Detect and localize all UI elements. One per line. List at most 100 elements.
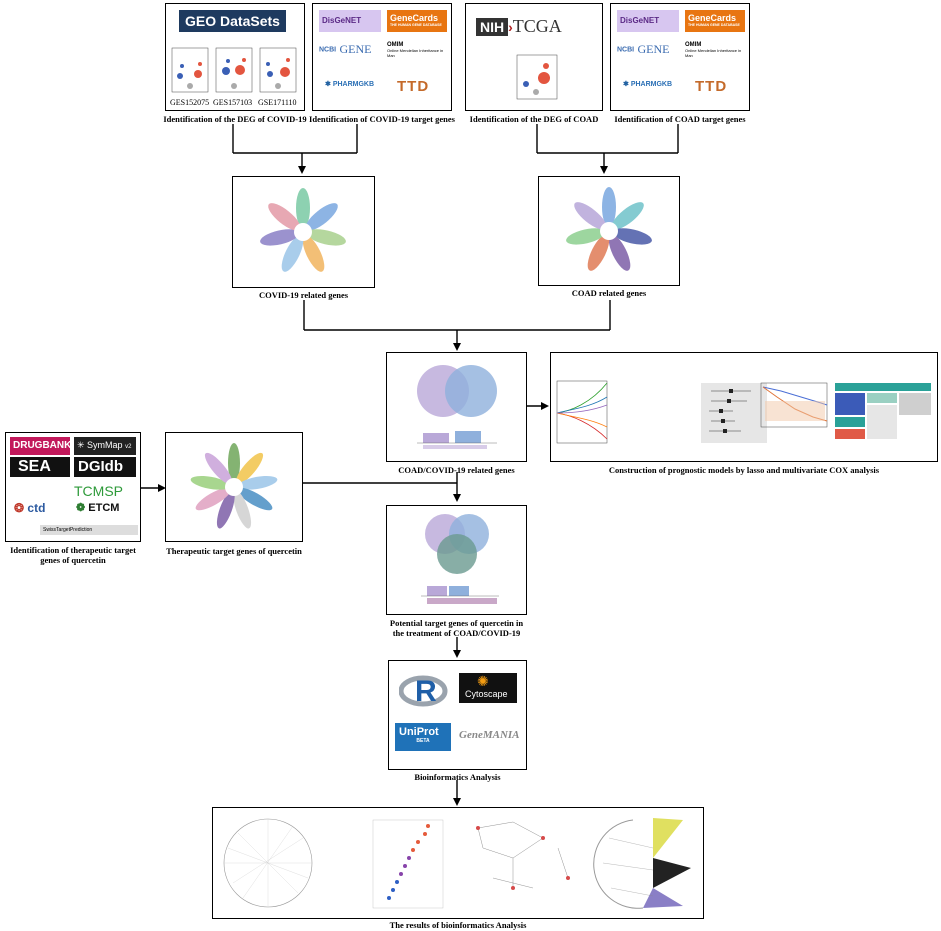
coad-covid-caption: COAD/COVID-19 related genes — [398, 465, 515, 475]
r-text: R — [415, 675, 437, 708]
gene-text-2: GENE — [637, 42, 670, 56]
results-box — [212, 807, 704, 919]
sea-logo: SEA — [10, 457, 70, 477]
therapeutic-db-caption: Identification of therapeutic target gen… — [0, 545, 146, 565]
tcga-caption: Identification of the DEG of COAD — [469, 114, 599, 124]
prognostic-panels — [556, 380, 931, 444]
ncbi-gene-logo-2: NCBI GENE — [617, 42, 679, 62]
tcga-volcano-plot — [516, 54, 558, 100]
uniprot-logo: UniProt BETA — [395, 723, 451, 751]
therapeutic-db-caption-line1: Identification of therapeutic target — [10, 545, 136, 555]
therapeutic-targets-caption: Therapeutic target genes of quercetin — [166, 546, 302, 556]
coad-targets-caption: Identification of COAD target genes — [614, 114, 746, 124]
therapeutic-flower-diagram — [190, 443, 278, 529]
genecards-logo: GeneCards THE HUMAN GENE DATABASE — [387, 10, 447, 32]
etcm-text: ETCM — [88, 502, 120, 514]
geo-datasets-logo: GEO DataSets — [179, 10, 286, 32]
symmap-text: SymMap — [87, 440, 123, 450]
covid-flower-diagram — [260, 188, 346, 272]
genecards-title: GeneCards — [390, 13, 439, 23]
potential-caption-line2: the treatment of COAD/COVID-19 — [392, 628, 521, 638]
genemania-logo: GeneMANIA — [459, 729, 520, 741]
coad-related-caption: COAD related genes — [571, 288, 647, 298]
symmap-version: v2 — [125, 444, 132, 450]
nih-text: NIH — [476, 18, 509, 36]
results-panels — [223, 818, 691, 909]
tcga-text: TCGA — [512, 16, 562, 36]
omim-title: OMIM — [387, 42, 404, 48]
symmap-logo: ✳ SymMap v2 — [74, 437, 136, 455]
pharmgkb-logo: ✱ PHARMGKB — [325, 80, 374, 88]
cytoscape-logo: ✺ Cytoscape — [459, 673, 517, 703]
geo-datasets-box: GEO DataSets GES152075 GES157103 GSE1711… — [165, 3, 305, 111]
potential-targets-box — [386, 505, 527, 615]
results-caption: The results of bioinformatics Analysis — [389, 920, 527, 930]
dataset-label-2: GES157103 — [213, 98, 253, 107]
geo-caption: Identification of the DEG of COVID-19 — [163, 114, 307, 124]
tcga-box: NIH›TCGA — [465, 3, 603, 111]
genecards-logo-2: GeneCards THE HUMAN GENE DATABASE — [685, 10, 745, 32]
ncbi-text: NCBI — [319, 46, 337, 54]
pharmgkb-icon: ✱ — [325, 81, 333, 88]
swiss-logo: SwissTargetPrediction — [40, 525, 138, 535]
symmap-icon: ✳ — [77, 440, 88, 450]
disgenet-logo-2: DisGeNET — [617, 10, 679, 32]
pharmgkb-text: PHARMGKB — [332, 81, 375, 88]
potential-caption-line1: Potential target genes of quercetin in — [389, 618, 524, 628]
omim-subtitle: Online Mendelian Inheritance in Man — [387, 48, 444, 58]
r-logo: R — [398, 671, 451, 711]
pharmgkb-logo-2: ✱ PHARMGKB — [623, 80, 672, 88]
uniprot-text: UniProt — [399, 726, 439, 738]
nih-chevron-icon: › — [508, 19, 513, 35]
three-way-venn — [421, 514, 499, 604]
covid-related-caption: COVID-19 related genes — [258, 290, 349, 300]
bioinformatics-caption: Bioinformatics Analysis — [414, 772, 501, 782]
tcga-logo: NIH›TCGA — [476, 16, 562, 36]
covid-targets-caption: Identification of COVID-19 target genes — [309, 114, 455, 124]
potential-caption: Potential target genes of quercetin in t… — [366, 618, 547, 638]
coad-target-db-box: DisGeNET GeneCards THE HUMAN GENE DATABA… — [610, 3, 750, 111]
coad-covid-venn-box — [386, 352, 527, 462]
coad-covid-venn — [417, 365, 497, 449]
genecards-subtitle-2: THE HUMAN GENE DATABASE — [688, 23, 740, 27]
prognostic-caption: Construction of prognostic models by las… — [608, 465, 880, 475]
omim-subtitle-2: Online Mendelian Inheritance in Man — [685, 48, 742, 58]
dataset-label-3: GSE171110 — [258, 98, 297, 107]
cytoscape-text: Cytoscape — [465, 689, 508, 699]
omim-logo-2: OMIM Online Mendelian Inheritance in Man — [685, 42, 745, 66]
ncbi-gene-logo: NCBI GENE — [319, 42, 381, 62]
coad-flower-diagram — [566, 187, 652, 271]
therapeutic-db-box: DRUGBANK ✳ SymMap v2 SEA DGIdb TCMSP ❂ c… — [5, 432, 141, 542]
prognostic-models-box — [550, 352, 938, 462]
ctd-logo: ❂ ctd — [14, 501, 45, 515]
cytoscape-icon: ✺ — [477, 673, 489, 689]
etcm-icon: ❁ — [76, 502, 86, 514]
ttd-logo: TTD — [397, 78, 430, 95]
ctd-icon: ❂ — [14, 501, 25, 515]
covid-related-box — [232, 176, 375, 288]
geo-volcano-plots — [171, 47, 297, 93]
bioinformatics-box: R ✺ Cytoscape UniProt BETA GeneMANIA — [388, 660, 527, 770]
dataset-label-1: GES152075 — [170, 98, 210, 107]
disgenet-logo: DisGeNET — [319, 10, 381, 32]
dgidb-logo: DGIdb — [74, 457, 136, 477]
pharmgkb-text-2: PHARMGKB — [630, 81, 673, 88]
coad-related-box — [538, 176, 680, 286]
tcmsp-logo: TCMSP — [74, 483, 123, 499]
ncbi-text-2: NCBI — [617, 46, 635, 54]
pharmgkb-icon-2: ✱ — [623, 81, 631, 88]
genecards-title-2: GeneCards — [688, 13, 737, 23]
genecards-subtitle: THE HUMAN GENE DATABASE — [390, 23, 442, 27]
uniprot-sub: BETA — [416, 738, 430, 744]
therapeutic-targets-box — [165, 432, 303, 542]
ttd-logo-2: TTD — [695, 78, 728, 95]
r-ring-icon — [398, 675, 448, 707]
ctd-text: ctd — [27, 501, 46, 515]
omim-logo: OMIM Online Mendelian Inheritance in Man — [387, 42, 447, 66]
drugbank-logo: DRUGBANK — [10, 437, 71, 455]
gene-text: GENE — [339, 42, 372, 56]
covid-target-db-box: DisGeNET GeneCards THE HUMAN GENE DATABA… — [312, 3, 452, 111]
etcm-logo: ❁ ETCM — [76, 501, 119, 514]
omim-title-2: OMIM — [685, 42, 702, 48]
therapeutic-db-caption-line2: genes of quercetin — [40, 555, 106, 565]
